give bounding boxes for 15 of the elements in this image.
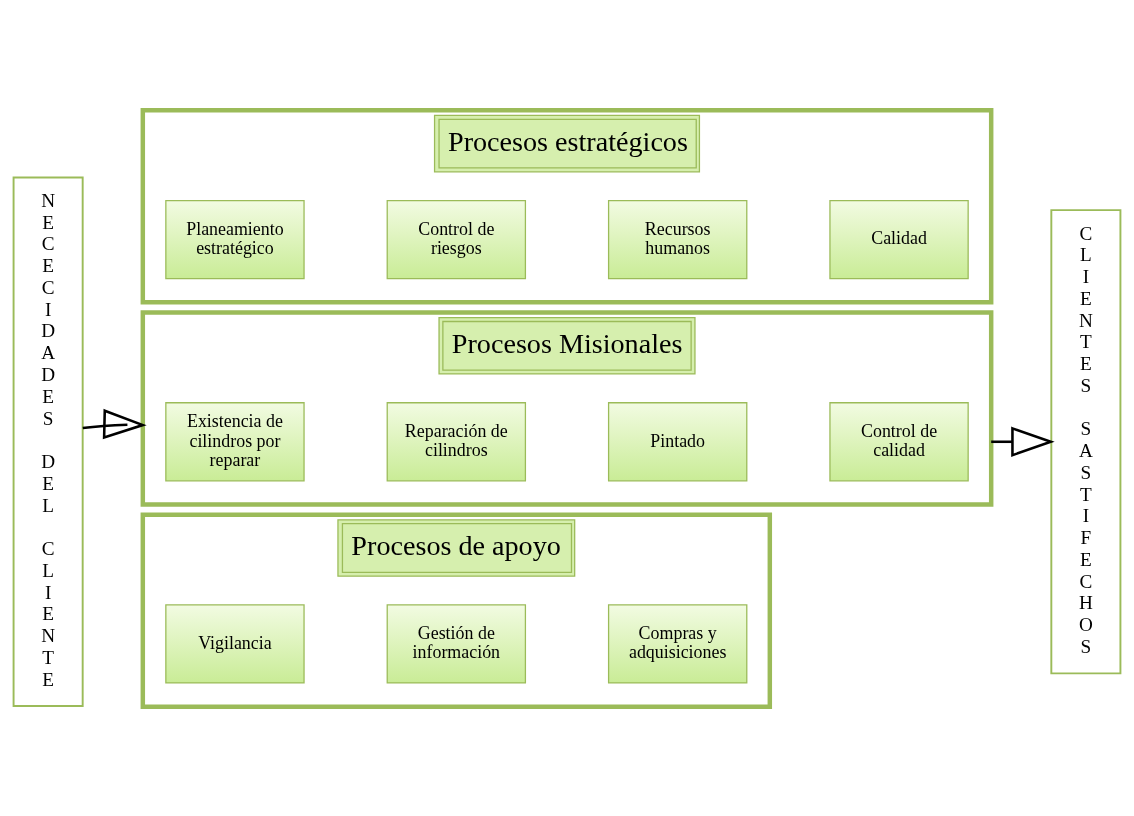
node-box: Control de calidad <box>829 401 969 481</box>
node-box: Gestión de información <box>386 603 527 684</box>
node-box: Compras y adquisiciones <box>607 603 748 684</box>
node-box: Control de riesgos <box>386 199 527 279</box>
arrow <box>82 408 147 439</box>
arrow <box>991 426 1055 457</box>
node-box: Recursos humanos <box>607 199 748 279</box>
node-box: Calidad <box>829 199 969 279</box>
node-box: Existencia de cilindros por reparar <box>165 401 305 481</box>
node-box: CLIENTES SASTIFECHOS <box>1050 208 1122 674</box>
node-box: Vigilancia <box>165 603 305 684</box>
node-box: NECECIDADES DEL CLIENTE <box>12 176 84 707</box>
node-box: Reparación de cilindros <box>386 401 527 481</box>
node-box: Planeamiento estratégico <box>165 199 305 279</box>
node-box: Pintado <box>607 401 748 481</box>
